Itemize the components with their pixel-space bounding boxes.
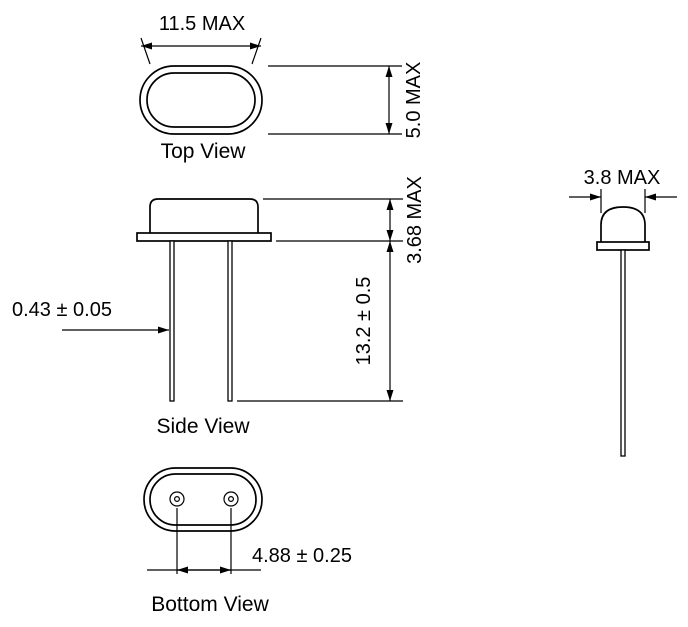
end-view-can-body	[600, 206, 646, 242]
side-view-title: Side View	[156, 415, 250, 438]
top-view: 11.5 MAX 5.0 MAX Top View	[139, 13, 425, 163]
bottom-view-pin-hole-left	[169, 491, 185, 507]
bottom-view-outer-outline	[143, 467, 263, 532]
top-view-width-extension-line-right	[251, 37, 262, 65]
bottom-view: 4.88 ± 0.25 Bottom View	[143, 467, 352, 616]
bottom-view-pin-hole-right	[223, 491, 239, 507]
end-view-depth-dimension-label: 3.8 MAX	[584, 167, 661, 189]
side-view-lead-width-dimension-label: 0.43 ± 0.05	[12, 299, 112, 321]
end-view: 3.8 MAX	[569, 167, 677, 457]
side-view-lead-left	[169, 240, 175, 402]
top-view-title: Top View	[161, 140, 247, 163]
bottom-view-pin-center-left	[174, 496, 181, 503]
end-view-lead	[620, 249, 626, 457]
bottom-view-title: Bottom View	[151, 593, 269, 616]
bottom-view-inner-outline	[149, 473, 257, 526]
top-view-inner-outline	[146, 72, 256, 128]
top-view-outer-outline	[139, 65, 263, 135]
side-view-lead-length-dimension-label: 13.2 ± 0.5	[353, 277, 375, 366]
top-view-width-dimension-label: 11.5 MAX	[159, 13, 245, 35]
bottom-view-pin-spacing-dimension-label: 4.88 ± 0.25	[252, 545, 352, 567]
side-view-can-height-dimension-label: 3.68 MAX	[404, 176, 426, 264]
top-view-height-dimension-label: 5.0 MAX	[403, 62, 425, 139]
side-view-lead-right	[227, 240, 233, 402]
side-view-can-body	[149, 198, 259, 233]
side-view-base-flange	[136, 232, 272, 242]
end-view-base-flange	[596, 241, 650, 251]
bottom-view-pin-center-right	[228, 496, 235, 503]
side-view: 3.68 MAX 13.2 ± 0.5 0.43 ± 0.05 Side Vie…	[12, 176, 426, 438]
top-view-width-extension-line-left	[140, 37, 151, 65]
